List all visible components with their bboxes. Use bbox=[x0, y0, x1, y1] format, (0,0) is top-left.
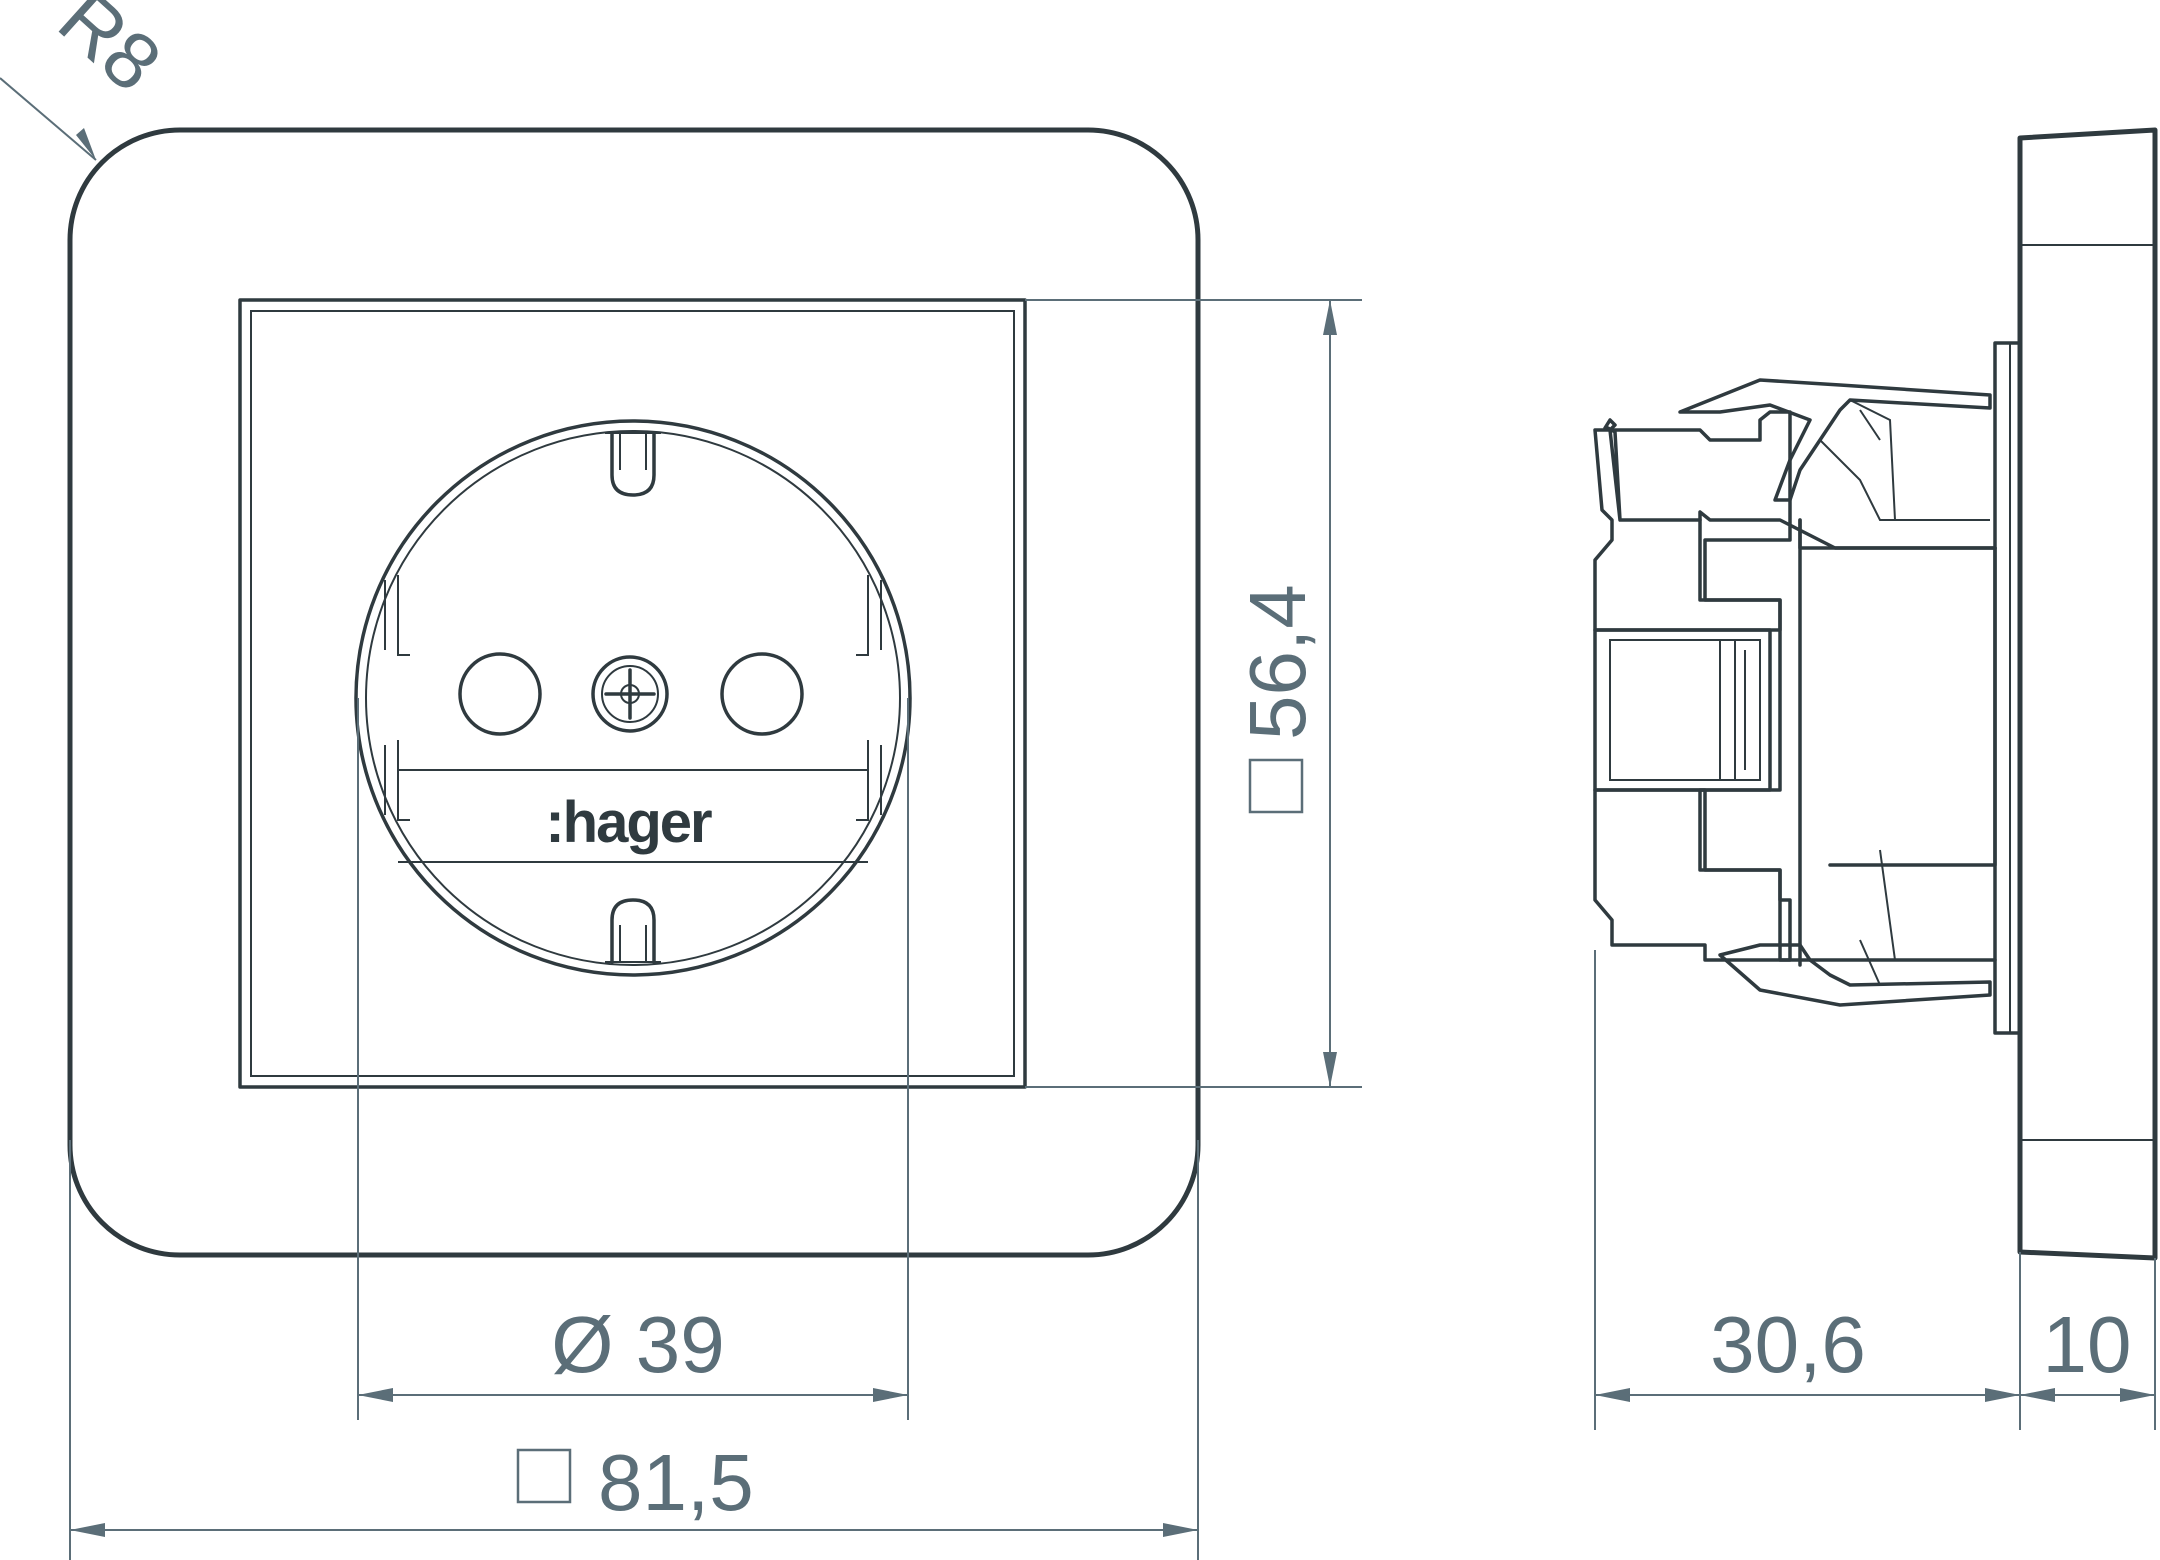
left-guide-notch bbox=[397, 575, 410, 821]
height-dim-lines bbox=[1025, 299, 1362, 1088]
insert-inner bbox=[250, 310, 1015, 1077]
socket-cup: :hager bbox=[354, 419, 912, 977]
square-symbol-width bbox=[516, 1448, 572, 1504]
diameter-label: Ø 39 bbox=[551, 1300, 724, 1389]
side-bottom-spring-detail bbox=[1859, 849, 1990, 986]
width-dim-lines bbox=[69, 1140, 1199, 1560]
side-body-inner bbox=[1798, 518, 1997, 967]
frame-depth-label: 10 bbox=[2043, 1300, 2132, 1389]
pin-hole-right bbox=[720, 652, 804, 736]
width-label: 81,5 bbox=[598, 1438, 754, 1527]
side-view bbox=[1593, 127, 2158, 1261]
side-cover-edges bbox=[2020, 244, 2155, 1141]
depth-dim-lines bbox=[1594, 950, 2156, 1430]
side-cover-plate bbox=[2017, 127, 2158, 1261]
side-center-detail bbox=[1609, 639, 1761, 781]
side-center-block bbox=[1593, 628, 1772, 792]
socket-outer-circle bbox=[354, 419, 912, 977]
right-guide-notch bbox=[856, 575, 869, 821]
outer-frame bbox=[67, 127, 1201, 1258]
side-top-claw bbox=[1593, 410, 1792, 632]
earth-clip-bottom bbox=[605, 898, 661, 964]
insert-outer bbox=[238, 298, 1027, 1089]
depth-label: 30,6 bbox=[1710, 1300, 1866, 1389]
side-bottom-spring bbox=[1718, 943, 1992, 1007]
radius-leader bbox=[0, 77, 97, 161]
brand-logo: :hager bbox=[545, 790, 712, 855]
front-view: :hager bbox=[67, 127, 1201, 1258]
side-bottom-claw bbox=[1593, 788, 1792, 962]
side-body-top-a bbox=[1603, 418, 1997, 550]
radius-arrow bbox=[76, 128, 96, 160]
radius-label: R8 bbox=[42, 0, 178, 108]
pin-hole-left bbox=[458, 652, 542, 736]
side-top-spring-detail bbox=[1819, 399, 1990, 521]
socket-inner-circle bbox=[365, 430, 901, 966]
square-symbol-height bbox=[1248, 758, 1304, 814]
center-screw bbox=[591, 655, 669, 733]
height-label: 56,4 bbox=[1233, 584, 1322, 740]
depth-dim-arrows bbox=[1595, 1388, 2155, 1402]
earth-clip-top bbox=[605, 431, 661, 497]
side-top-spring bbox=[1678, 378, 1992, 502]
side-plate-tab bbox=[1995, 342, 2011, 1034]
side-insert-face bbox=[1993, 341, 2022, 1035]
diameter-dim-lines bbox=[357, 698, 909, 1420]
